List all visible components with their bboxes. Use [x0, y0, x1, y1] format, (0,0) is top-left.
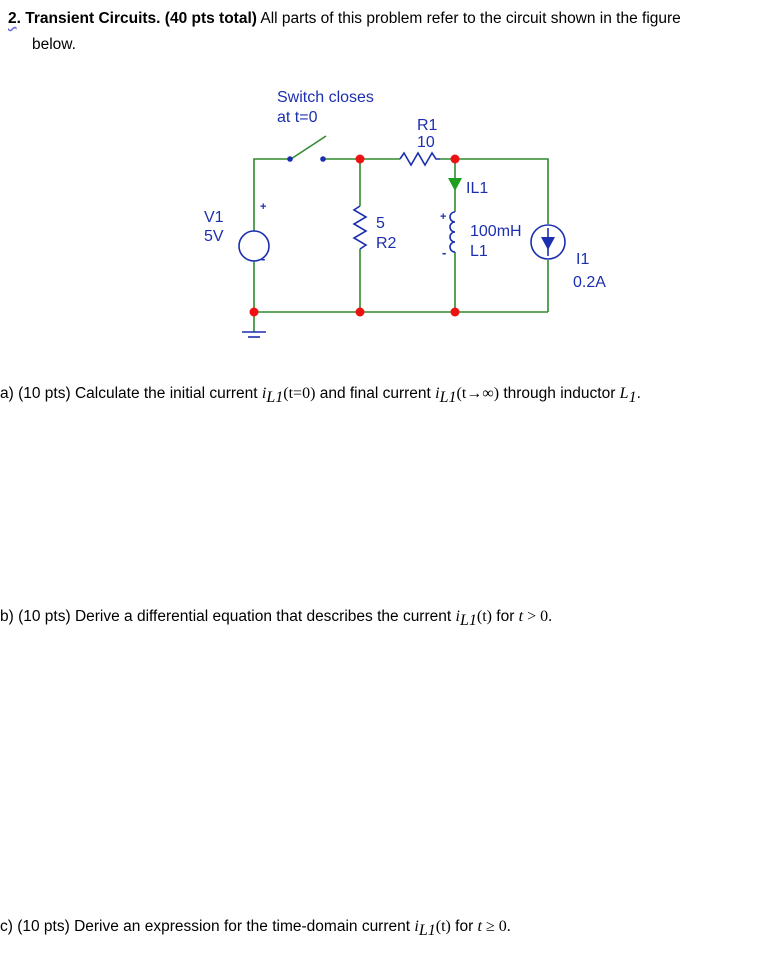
- resistor-r2-icon: [352, 205, 368, 250]
- question-a-i: i: [261, 385, 267, 402]
- question-a-arg0: (t=0): [283, 385, 316, 402]
- question-a-mid: and final current: [315, 385, 436, 402]
- question-b-t: t: [518, 608, 524, 625]
- l1-minus: -: [442, 245, 446, 260]
- question-a-suffix: through inductor: [499, 385, 620, 402]
- problem-number: 2: [8, 10, 17, 27]
- question-a: a) (10 pts) Calculate the initial curren…: [0, 383, 641, 409]
- question-a-end: .: [636, 385, 641, 402]
- switch-label-line1: Switch closes: [277, 89, 374, 106]
- v1-minus: -: [261, 251, 265, 266]
- l1-value: 100mH: [470, 223, 522, 240]
- circuit-diagram: Switch closes at t=0 R1 10 5 R2 V1 5V + …: [204, 89, 606, 338]
- question-a-L: L: [619, 385, 629, 402]
- l1-plus: +: [440, 211, 446, 223]
- problem-dot: .: [16, 10, 21, 27]
- circuit-wires: [253, 158, 549, 332]
- l1-name: L1: [470, 243, 488, 260]
- question-a-Lsub: 1: [628, 389, 637, 407]
- resistor-r1-icon: [399, 151, 440, 167]
- current-arrow-icon: [448, 178, 462, 191]
- switch-icon: [287, 135, 327, 162]
- r2-name: R2: [376, 235, 397, 252]
- question-c-sub: L1: [418, 922, 436, 940]
- problem-intro-line2: below.: [32, 36, 76, 53]
- question-c: c) (10 pts) Derive an expression for the…: [0, 916, 511, 942]
- r2-value: 5: [376, 215, 385, 232]
- question-c-arg: (t): [435, 918, 451, 935]
- v1-plus: +: [260, 201, 266, 213]
- i1-name: I1: [576, 251, 589, 268]
- question-b-prefix: b) (10 pts) Derive a differential equati…: [0, 608, 456, 625]
- problem-intro: All parts of this problem refer to the c…: [256, 10, 681, 27]
- question-c-i: i: [414, 918, 419, 935]
- r1-name: R1: [417, 117, 438, 134]
- inductor-icon: [449, 211, 456, 253]
- question-b-sub: L1: [459, 612, 477, 630]
- question-a-prefix: a) (10 pts) Calculate the initial curren…: [0, 385, 262, 402]
- i1-value: 0.2A: [573, 274, 606, 291]
- r1-value: 10: [417, 134, 435, 151]
- question-b-cond: > 0.: [523, 608, 553, 625]
- voltage-source-icon: [238, 230, 270, 262]
- problem-title: Transient Circuits. (40 pts total): [25, 10, 257, 27]
- current-source-icon: [530, 224, 566, 260]
- question-b-for: for: [491, 608, 519, 625]
- v1-name: V1: [204, 209, 224, 226]
- question-c-t: t: [477, 918, 482, 935]
- question-a-i2: i: [435, 385, 440, 402]
- question-a-arg1: (t→∞): [456, 385, 500, 402]
- question-b-i: i: [455, 608, 460, 625]
- circuit-nodes: [249, 154, 460, 317]
- il1-label: IL1: [466, 180, 488, 197]
- v1-value: 5V: [204, 228, 224, 245]
- question-b: b) (10 pts) Derive a differential equati…: [0, 606, 552, 632]
- problem-header: 2. Transient Circuits. (40 pts total) Al…: [8, 6, 778, 58]
- ground-icon: [242, 331, 266, 338]
- question-a-sub2: L1: [439, 389, 457, 407]
- question-a-sub: L1: [266, 389, 284, 407]
- switch-label-line2: at t=0: [277, 109, 318, 126]
- question-c-for: for: [450, 918, 478, 935]
- question-b-arg: (t): [476, 608, 492, 625]
- question-c-cond: ≥ 0.: [482, 918, 511, 935]
- question-c-prefix: c) (10 pts) Derive an expression for the…: [0, 918, 415, 935]
